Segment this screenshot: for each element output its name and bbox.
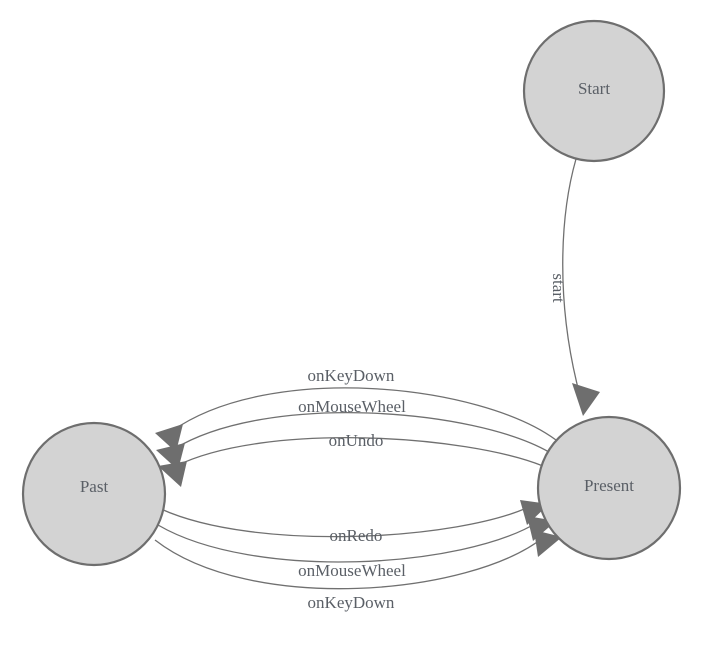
edge-label-past-to-present-onmousewheel: onMouseWheel [298,561,406,580]
arrowhead-into-past-onundo [158,461,187,487]
edge-label-present-to-past-onkeydown: onKeyDown [308,366,395,385]
edge-past-to-present-onredo[interactable]: onRedo [160,500,549,545]
edge-label-past-to-present-onkeydown: onKeyDown [308,593,395,612]
node-present-label: Present [584,476,634,495]
edge-present-to-past-onundo[interactable]: onUndo [158,431,544,487]
edge-past-to-present-onmousewheel-path [157,521,539,563]
arrowhead-into-past-onkeydown [155,424,183,452]
node-past[interactable]: Past [21,421,167,567]
edge-start-to-present[interactable]: start [549,158,600,416]
edge-label-past-to-present-onredo: onRedo [330,526,383,545]
node-present-circle [536,415,682,561]
node-start[interactable]: Start [522,19,666,163]
edge-label-start: start [549,273,568,303]
node-start-circle [522,19,666,163]
node-past-circle [21,421,167,567]
edge-start-to-present-path [562,158,579,389]
edge-present-to-past-onkeydown-path [171,387,557,441]
edge-present-to-past-onmousewheel-path [173,412,550,453]
edge-past-to-present-onkeydown[interactable]: onKeyDown [154,530,562,612]
edge-present-to-past-onmousewheel[interactable]: onMouseWheel [156,397,550,470]
arrowhead-into-present-onkeydown [534,530,562,557]
edge-present-to-past-onkeydown[interactable]: onKeyDown [155,366,557,452]
edge-label-present-to-past-onundo: onUndo [329,431,384,450]
node-start-label: Start [578,79,610,98]
node-present[interactable]: Present [536,415,682,561]
edge-present-to-past-onundo-path [175,437,544,467]
node-past-label: Past [80,477,109,496]
arrowhead-into-present-start [572,383,600,416]
edge-label-present-to-past-onmousewheel: onMouseWheel [298,397,406,416]
edge-past-to-present-onkeydown-path [154,536,545,590]
edge-past-to-present-onredo-path [160,505,532,538]
